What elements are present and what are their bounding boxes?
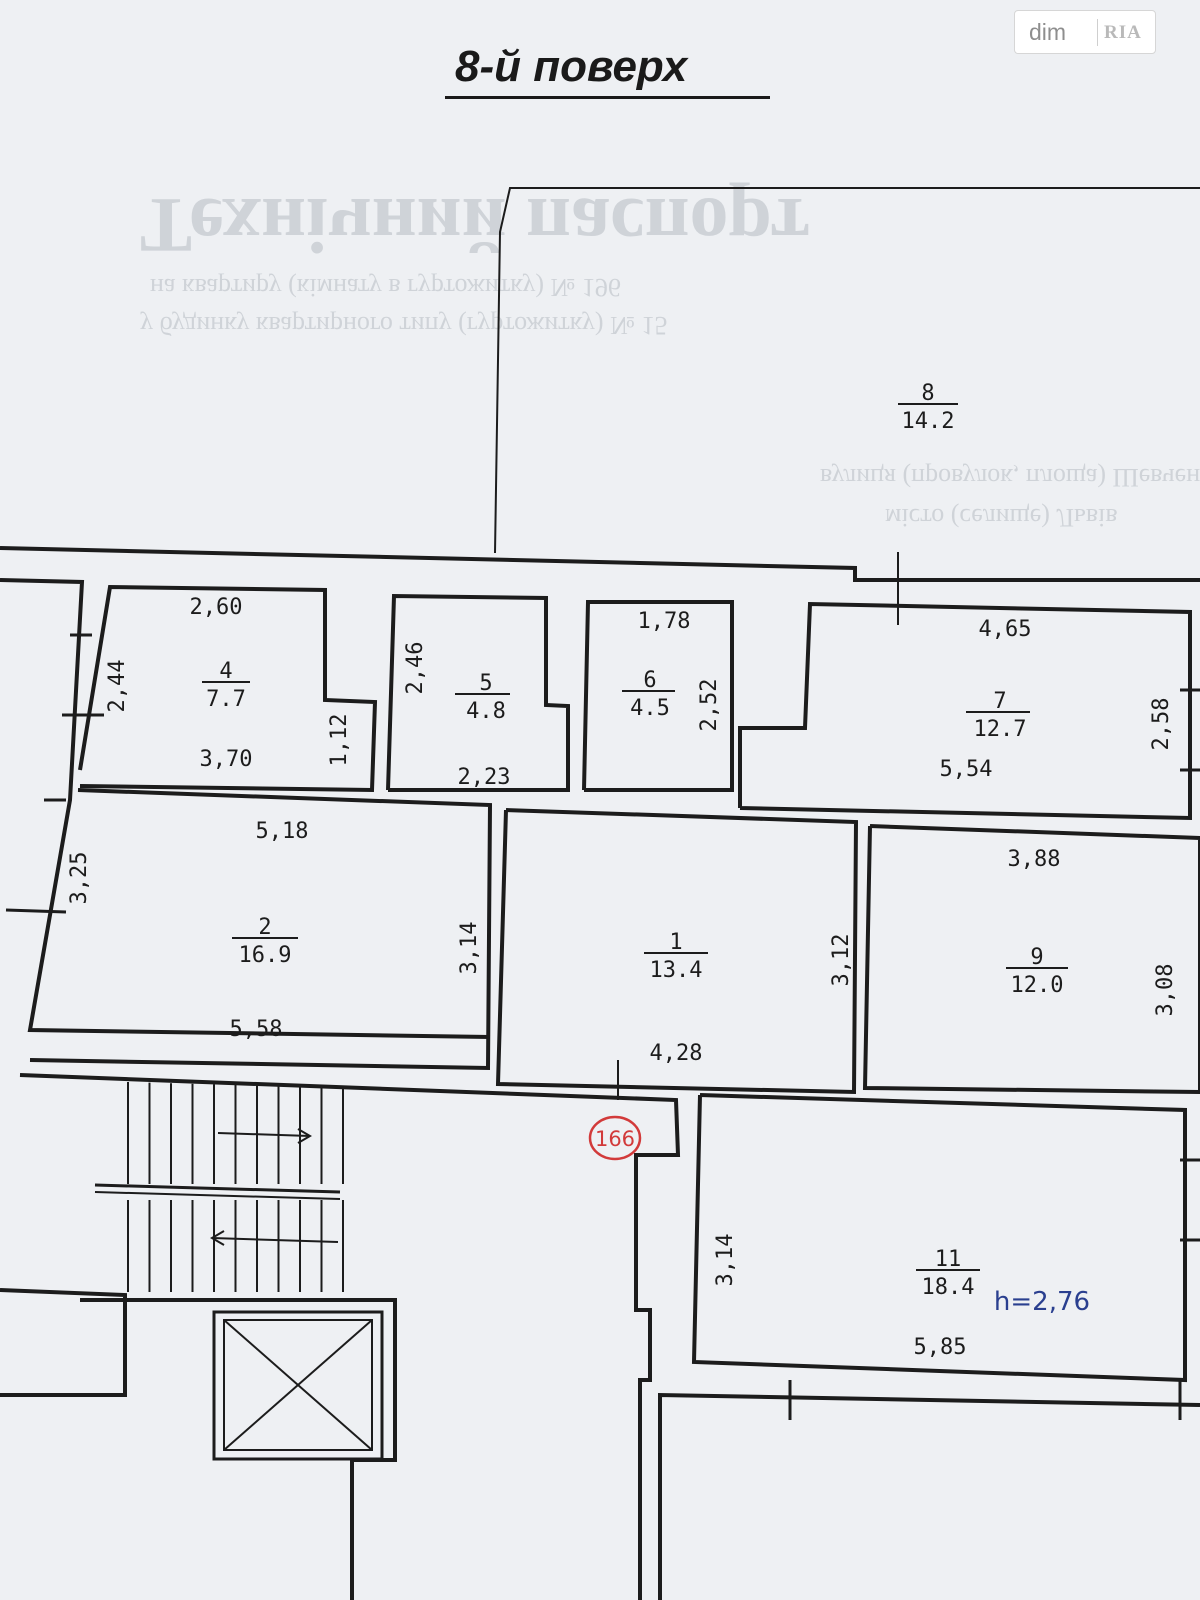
dimension-label: 2,46 [403, 642, 428, 695]
stair-hall-outline [19, 1073, 681, 1600]
room-8-outline [494, 187, 1200, 554]
room-4-area: 7.7 [206, 687, 246, 712]
room-7-area: 12.7 [974, 717, 1027, 742]
apartment-stamp-circle [588, 1115, 642, 1161]
shaft-wall [80, 1298, 397, 1600]
room-6-outline [582, 600, 734, 792]
room-1-number: 1 [669, 930, 682, 955]
title-underline [445, 96, 770, 99]
dimension-label: 3,88 [1008, 847, 1061, 872]
dim-ria-logo[interactable]: dim RIA [1014, 10, 1156, 54]
page-title: 8-й поверх [455, 42, 688, 91]
corridor-outer-wall [0, 546, 1200, 582]
room-9-outline [862, 824, 1200, 1095]
room-5-outline [386, 593, 570, 792]
room-1-outline [495, 808, 859, 1095]
logo-badge: RIA [1104, 22, 1142, 43]
dimension-label: 5,54 [940, 757, 993, 782]
dimension-label: 3,70 [200, 747, 253, 772]
room-2-number: 2 [258, 915, 271, 940]
dimension-label: 2,44 [105, 660, 130, 713]
lower-hall-outline [0, 1288, 127, 1397]
logo-divider [1097, 19, 1098, 46]
dimension-label: 3,14 [457, 922, 482, 975]
room-11-area: 18.4 [922, 1275, 975, 1300]
room-6-area: 4.5 [630, 696, 670, 721]
room-1-area: 13.4 [650, 958, 703, 983]
room-7-outline [738, 601, 1192, 821]
dimension-label: 4,65 [979, 617, 1032, 642]
dimension-label: 3,08 [1153, 964, 1178, 1017]
room-6-number: 6 [643, 668, 656, 693]
logo-text: dim [1029, 19, 1067, 45]
dimension-label: 1,12 [327, 714, 352, 767]
room-5-area: 4.8 [466, 699, 506, 724]
dimension-label: 4,28 [650, 1041, 703, 1066]
elevator-cabin [223, 1319, 373, 1451]
dimension-label: 2,60 [190, 595, 243, 620]
dimension-label: 3,14 [713, 1234, 738, 1287]
room-11-number: 11 [935, 1247, 962, 1272]
lower-right-wall [658, 1392, 1200, 1600]
room-8-number: 8 [921, 381, 934, 406]
dimension-label: 2,52 [697, 679, 722, 732]
room-5-number: 5 [479, 671, 492, 696]
room-4-outline [78, 584, 378, 793]
elevator-shaft [212, 1310, 384, 1461]
room-8-area: 14.2 [902, 409, 955, 434]
dimension-label: 5,18 [256, 819, 309, 844]
dimension-label: 5,58 [230, 1017, 283, 1042]
dimension-label: 3,25 [67, 852, 92, 905]
apartment-stamp-number: 166 [595, 1127, 635, 1151]
corridor-inner-wall [0, 578, 491, 1039]
room-2-area: 16.9 [239, 943, 292, 968]
dimension-label: 3,12 [829, 934, 854, 987]
ceiling-height-note: h=2,76 [994, 1287, 1090, 1317]
dimension-label: 1,78 [638, 609, 691, 634]
room-2-outline [29, 788, 493, 1071]
room-11-outline [691, 1093, 1187, 1383]
dimension-label: 2,23 [458, 765, 511, 790]
room-7-number: 7 [993, 689, 1006, 714]
dimension-label: 2,58 [1149, 698, 1174, 751]
room-9-area: 12.0 [1011, 973, 1064, 998]
room-9-number: 9 [1030, 945, 1043, 970]
dimension-label: 5,85 [914, 1335, 967, 1360]
room-4-number: 4 [219, 659, 232, 684]
